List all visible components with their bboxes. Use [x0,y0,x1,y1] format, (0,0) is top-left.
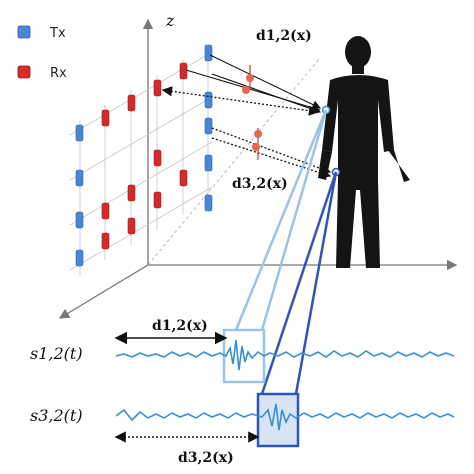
signal-s12: d1,2(x) s1,2(t) [30,318,455,384]
rx-antenna [101,202,110,220]
tx-antenna [204,91,213,109]
rx-antenna [127,94,136,112]
tx-antenna [204,154,213,172]
tx-antenna [204,44,213,62]
tx-antenna [75,249,84,267]
tx-antenna [204,194,213,212]
rx-antenna [153,191,162,209]
rx-legend-label: Rx [50,66,67,81]
waveform-s12 [115,339,455,371]
rx-antenna [127,217,136,235]
rx-antenna [153,149,162,167]
tx-legend-swatch [17,25,31,39]
s12-label: s1,2(t) [30,344,83,363]
axes: z [58,11,458,319]
waveform-s32 [115,403,455,431]
legend: Tx Rx [17,25,67,81]
d32-signal-label: d3,2(x) [178,450,234,466]
rx-antenna [127,184,136,202]
antenna-array [75,44,213,267]
projection-lines [234,109,338,395]
antenna-grid [69,45,213,275]
tx-antenna [75,169,84,187]
tx-antenna [204,117,213,135]
depth-guide [147,57,321,266]
d32-scene-label: d3,2(x) [232,176,288,192]
d12-scene-label: d1,2(x) [256,28,312,44]
rx-antenna [179,62,188,80]
human-silhouette [318,36,410,268]
s32-label: s3,2(t) [30,406,83,425]
z-axis-label: z [165,11,175,30]
tx-antenna [75,124,84,142]
rx-antenna [179,169,188,187]
rx-antenna [101,232,110,250]
propagation-paths [161,54,332,179]
rx-legend-swatch [17,65,31,79]
tx-legend-label: Tx [49,26,66,41]
rx-antenna [101,109,110,127]
y-axis [58,264,149,319]
d12-signal-label: d1,2(x) [152,318,208,334]
tx-antenna [75,211,84,229]
rx-antenna [153,79,162,97]
signal-s32: d3,2(x) s3,2(t) [30,392,455,466]
